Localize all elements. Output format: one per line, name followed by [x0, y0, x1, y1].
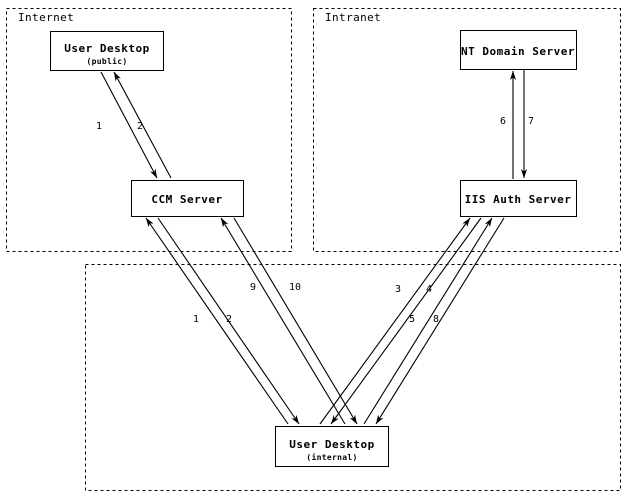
step-label-4: 4	[426, 284, 432, 295]
node-iis-auth-server-title: IIS Auth Server	[465, 193, 572, 206]
flow-10-ccm-to-internal	[233, 217, 358, 425]
flow-4-iis-to-internal	[330, 217, 482, 425]
flow-1-public-to-ccm	[100, 71, 158, 179]
node-ccm-server-title: CCM Server	[151, 193, 222, 206]
node-iis-auth-server[interactable]: IIS Auth Server	[459, 179, 578, 218]
node-iis-auth-server-box[interactable]	[459, 179, 578, 218]
flow-2-ccm-to-internal	[157, 217, 300, 425]
zone-internet: Internet	[6, 8, 292, 252]
step-label-9: 9	[250, 282, 256, 293]
node-user-desktop-public[interactable]: User Desktop (public)	[49, 30, 165, 72]
node-user-desktop-internal-box[interactable]	[274, 425, 390, 468]
flow-5-internal-to-iis	[363, 217, 493, 425]
zone-internal-border	[85, 264, 621, 491]
node-user-desktop-internal-title: User Desktop	[289, 438, 374, 451]
node-user-desktop-public-title: User Desktop	[64, 42, 149, 55]
zone-intranet-border	[313, 8, 621, 252]
node-nt-domain-server-box[interactable]	[459, 29, 578, 71]
flow-1-internal-to-ccm	[145, 217, 289, 425]
zone-intranet: Intranet	[313, 8, 621, 252]
step-label-3: 3	[395, 284, 401, 295]
step-label-7: 7	[528, 116, 534, 127]
flow-2-ccm-to-public	[113, 71, 172, 179]
step-label-6: 6	[500, 116, 506, 127]
flow-9-internal-to-ccm	[220, 217, 346, 425]
step-label-8: 8	[433, 314, 439, 325]
zone-intranet-label: Intranet	[325, 11, 381, 24]
node-ccm-server[interactable]: CCM Server	[130, 179, 245, 218]
step-label-10: 10	[289, 282, 301, 293]
node-nt-domain-server-title: NT Domain Server	[461, 45, 575, 58]
step-label-1-public: 1	[96, 121, 102, 132]
zone-internet-label: Internet	[18, 11, 74, 24]
node-user-desktop-internal[interactable]: User Desktop (internal)	[274, 425, 390, 468]
node-nt-domain-server[interactable]: NT Domain Server	[459, 29, 578, 71]
node-user-desktop-public-subtitle: (public)	[87, 56, 128, 66]
node-ccm-server-box[interactable]	[130, 179, 245, 218]
node-user-desktop-public-box[interactable]	[49, 30, 165, 72]
node-user-desktop-internal-subtitle: (internal)	[306, 452, 357, 462]
step-label-2-public: 2	[137, 121, 143, 132]
step-label-5: 5	[409, 314, 415, 325]
flow-3-internal-to-iis	[319, 217, 471, 425]
zone-internal	[85, 264, 621, 491]
step-label-2-internal: 2	[226, 314, 232, 325]
step-label-1-internal: 1	[193, 314, 199, 325]
flow-8-iis-to-internal	[375, 217, 505, 425]
